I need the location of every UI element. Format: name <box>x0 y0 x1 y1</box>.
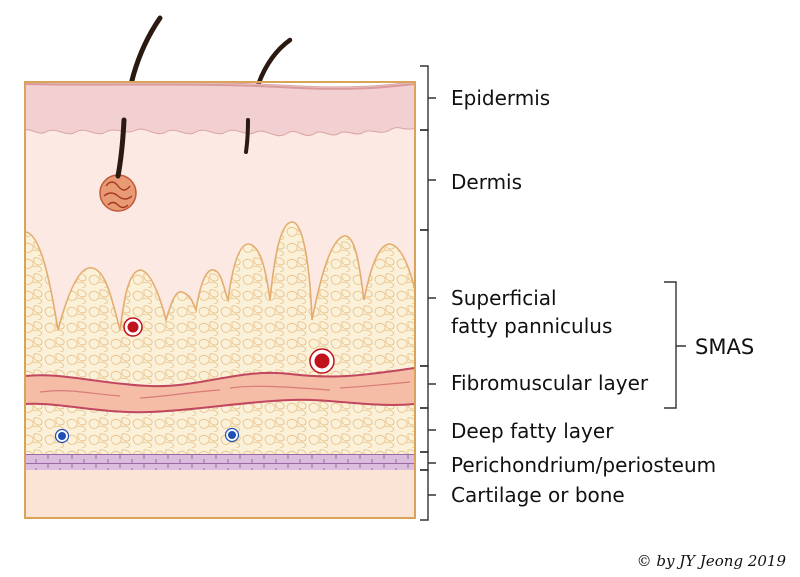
copyright-text: © by JY Jeong 2019 <box>637 552 787 570</box>
label-epidermis: Epidermis <box>451 86 550 110</box>
cartilage-layer <box>25 468 415 518</box>
artery-icon <box>309 348 335 374</box>
hair-root-right <box>244 118 250 154</box>
hair-root-left <box>115 117 127 179</box>
label-dermis: Dermis <box>451 170 522 194</box>
artery-icon <box>123 317 143 337</box>
layer-brackets <box>420 65 686 521</box>
tissue-block <box>24 15 416 519</box>
epidermis-layer <box>25 82 415 137</box>
label-perichondrium: Perichondrium/periosteum <box>451 453 716 477</box>
label-smas: SMAS <box>695 335 754 359</box>
label-cartilage: Cartilage or bone <box>451 483 625 507</box>
label-superficial-line1: Superficial <box>451 286 557 310</box>
label-fibromuscular: Fibromuscular layer <box>451 371 649 395</box>
label-superficial-line2: fatty panniculus <box>451 314 612 338</box>
label-deep-fatty: Deep fatty layer <box>451 419 614 443</box>
muscle-fibers <box>39 381 411 399</box>
vein-icon <box>54 428 70 444</box>
perichondrium-layer <box>25 452 415 470</box>
vein-icon <box>224 427 240 443</box>
tissue-border <box>24 81 416 519</box>
